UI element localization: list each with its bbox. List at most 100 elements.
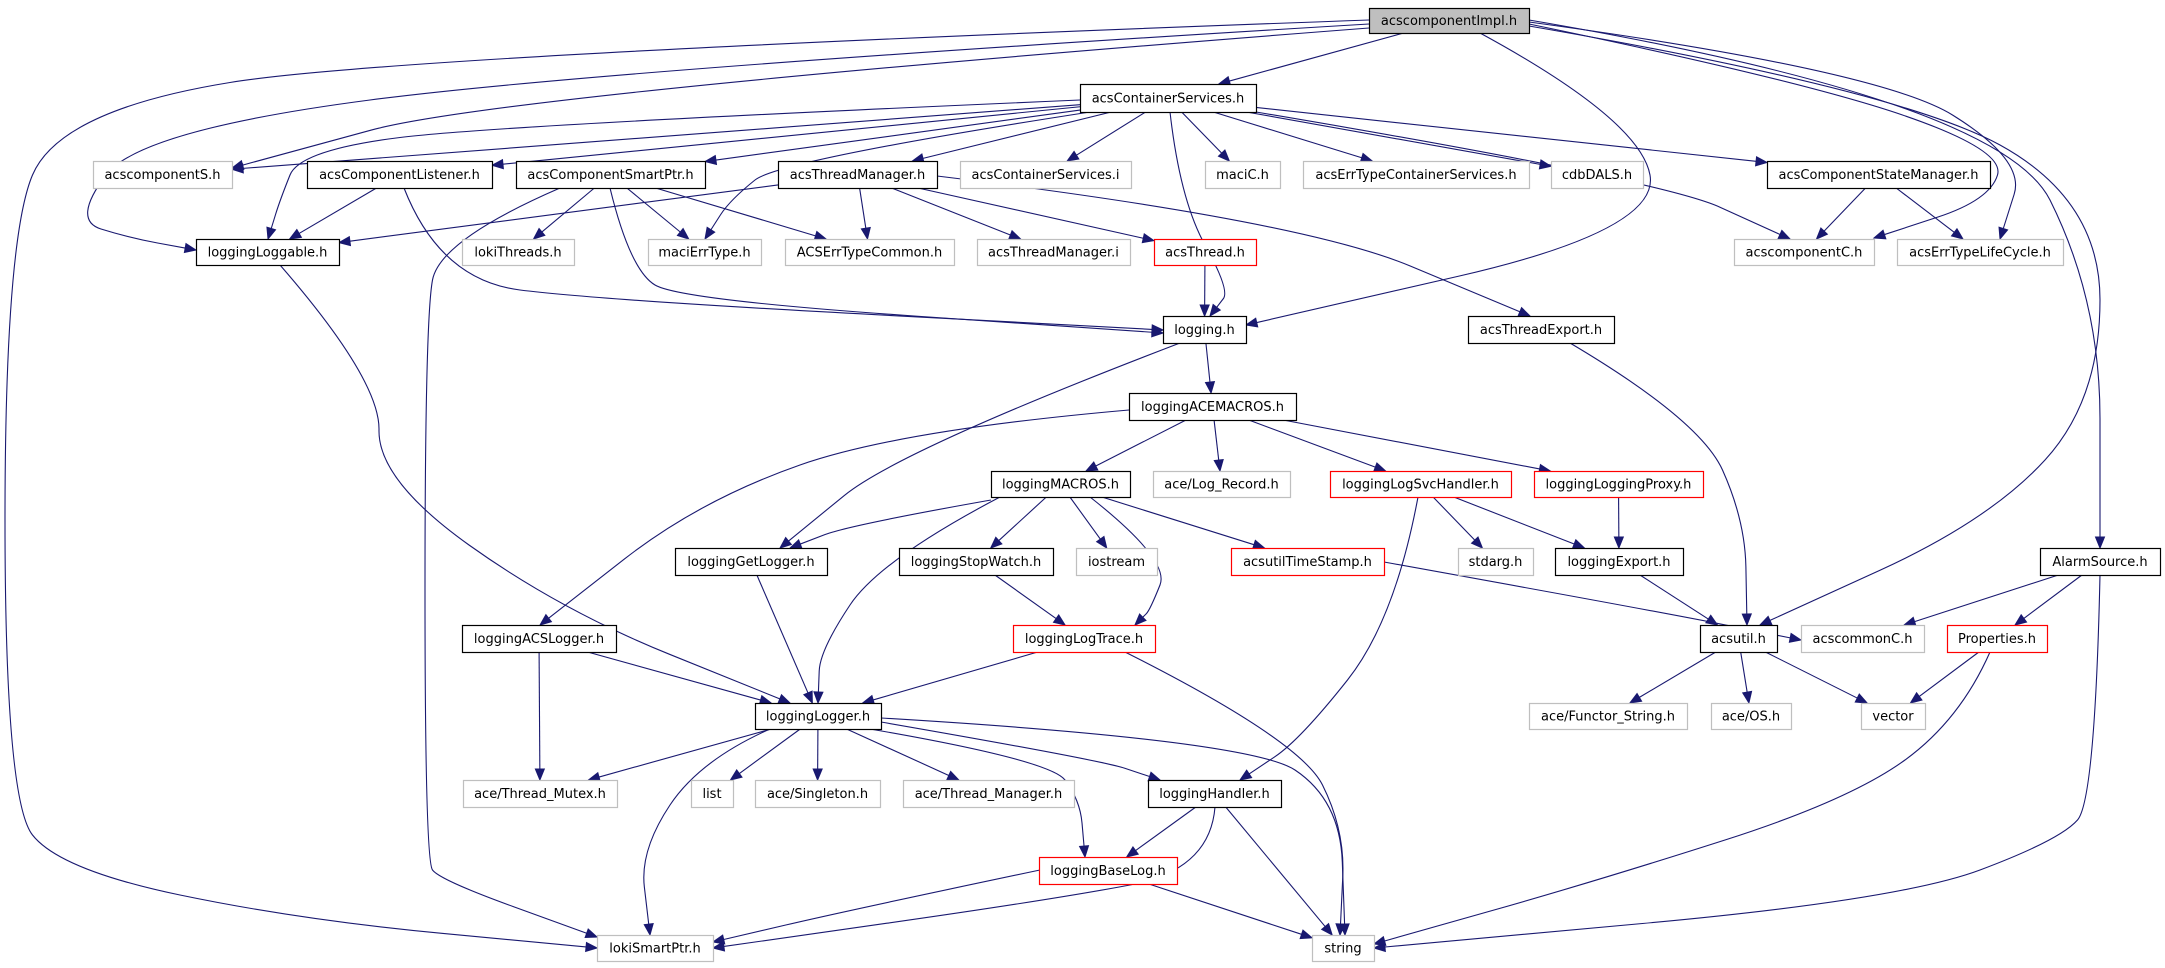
- arrowhead-icon: [1204, 381, 1216, 395]
- node-list[interactable]: list: [690, 779, 735, 809]
- node-box: [959, 160, 1133, 190]
- arrowhead-icon: [1209, 303, 1222, 318]
- include-edge-acsContainerServices-to-acsContainerServicesI: [1065, 111, 1146, 162]
- node-box: [674, 547, 829, 577]
- arrowhead-icon: [490, 158, 504, 170]
- edge-line: [1639, 651, 1717, 698]
- node-loggingACEMACROS[interactable]: loggingACEMACROS.h: [1128, 392, 1298, 422]
- node-acsComponentStateManager[interactable]: acsComponentStateManager.h: [1766, 160, 1992, 190]
- arrowhead-icon: [1705, 614, 1719, 626]
- node-lokiThreads[interactable]: lokiThreads.h: [461, 238, 576, 267]
- node-Properties[interactable]: Properties.h: [1946, 624, 2049, 654]
- node-acsThreadManagerI[interactable]: acsThreadManager.i: [976, 238, 1132, 267]
- arrowhead-icon: [946, 770, 961, 781]
- arrowhead-icon: [1213, 458, 1224, 473]
- node-box: [754, 779, 882, 809]
- node-logging[interactable]: logging.h: [1162, 315, 1248, 345]
- node-label: acsContainerServices.h: [1092, 92, 1245, 107]
- node-aceFunctorString[interactable]: ace/Functor_String.h: [1528, 702, 1689, 731]
- edge-line: [1639, 574, 1709, 620]
- node-string[interactable]: string: [1311, 934, 1376, 963]
- node-acsutil[interactable]: acsutil.h: [1699, 624, 1779, 654]
- node-box: [1329, 470, 1513, 499]
- include-edge-loggingMACROS-to-loggingLogTrace: [1089, 496, 1162, 626]
- node-AlarmSource[interactable]: AlarmSource.h: [2039, 547, 2162, 577]
- node-loggingLoggable[interactable]: loggingLoggable.h: [195, 238, 341, 267]
- node-acsContainerServicesI[interactable]: acsContainerServices.i: [959, 160, 1133, 190]
- arrowhead-icon: [1339, 923, 1350, 937]
- node-label: acsComponentSmartPtr.h: [527, 168, 693, 183]
- node-aceThreadManager[interactable]: ace/Thread_Manager.h: [902, 779, 1076, 809]
- edge-line: [4, 19, 1370, 948]
- node-acscomponentS[interactable]: acscomponentS.h: [92, 160, 234, 190]
- node-lokiSmartPtr[interactable]: lokiSmartPtr.h: [596, 934, 715, 963]
- include-edge-acsThreadManager-to-ACSErrTypeCommon: [859, 187, 871, 241]
- node-acsThreadManager[interactable]: acsThreadManager.h: [777, 160, 939, 190]
- node-acsErrTypeLifeCycle[interactable]: acsErrTypeLifeCycle.h: [1896, 238, 2065, 267]
- edge-line: [846, 728, 950, 776]
- node-label: loggingHandler.h: [1159, 787, 1270, 802]
- arrowhead-icon: [1872, 229, 1887, 240]
- edge-line: [817, 496, 1001, 693]
- node-aceThreadMutex[interactable]: ace/Thread_Mutex.h: [462, 779, 619, 809]
- edge-line: [869, 728, 1085, 847]
- node-loggingLoggingProxy[interactable]: loggingLoggingProxy.h: [1533, 470, 1705, 499]
- node-maciErrType[interactable]: maciErrType.h: [647, 238, 763, 267]
- node-acscomponentC[interactable]: acscomponentC.h: [1733, 238, 1876, 267]
- node-box: [1710, 702, 1793, 731]
- include-edge-loggingMACROS-to-loggingGetLogger: [788, 499, 992, 549]
- node-acsErrTypeContainerServices[interactable]: acsErrTypeContainerServices.h: [1302, 160, 1531, 190]
- node-vector[interactable]: vector: [1860, 702, 1927, 731]
- node-acsThreadExport[interactable]: acsThreadExport.h: [1467, 315, 1616, 345]
- edge-line: [541, 187, 595, 233]
- node-box: [1153, 238, 1258, 267]
- node-loggingLogTrace[interactable]: loggingLogTrace.h: [1012, 624, 1157, 654]
- node-box: [1467, 315, 1616, 345]
- node-loggingLogger[interactable]: loggingLogger.h: [754, 702, 883, 731]
- node-box: [898, 547, 1055, 577]
- node-maciC[interactable]: maciC.h: [1204, 160, 1282, 190]
- node-iostream[interactable]: iostream: [1075, 547, 1159, 577]
- node-loggingGetLogger[interactable]: loggingGetLogger.h: [674, 547, 829, 577]
- edge-line: [1823, 187, 1866, 232]
- include-edge-AlarmSource-to-Properties: [2014, 574, 2083, 626]
- node-label: loggingACEMACROS.h: [1141, 400, 1284, 415]
- node-aceOS[interactable]: ace/OS.h: [1710, 702, 1793, 731]
- node-loggingLogSvcHandler[interactable]: loggingLogSvcHandler.h: [1329, 470, 1513, 499]
- node-label: lokiThreads.h: [474, 246, 561, 261]
- node-label: ace/Log_Record.h: [1164, 478, 1279, 493]
- edge-line: [800, 499, 992, 545]
- node-box: [462, 779, 619, 809]
- node-box: [1311, 934, 1376, 963]
- node-box: [1075, 547, 1159, 577]
- node-aceLogRecord[interactable]: ace/Log_Record.h: [1152, 470, 1292, 499]
- node-loggingMACROS[interactable]: loggingMACROS.h: [990, 470, 1132, 499]
- edge-line: [1383, 561, 1791, 639]
- node-acsutilTimeStamp[interactable]: acsutilTimeStamp.h: [1230, 547, 1386, 577]
- node-aceSingleton[interactable]: ace/Singleton.h: [754, 779, 882, 809]
- node-acsThread[interactable]: acsThread.h: [1153, 238, 1258, 267]
- arrowhead-icon: [1134, 613, 1147, 626]
- include-edge-acsContainerServices-to-acsComponentStateManager: [1255, 106, 1769, 167]
- node-loggingBaseLog[interactable]: loggingBaseLog.h: [1038, 856, 1179, 886]
- node-acsComponentSmartPtr[interactable]: acsComponentSmartPtr.h: [515, 160, 707, 190]
- node-ACSErrTypeCommon[interactable]: ACSErrTypeCommon.h: [784, 238, 956, 267]
- node-acsContainerServices[interactable]: acsContainerServices.h: [1079, 83, 1258, 114]
- node-cdbDALS[interactable]: cdbDALS.h: [1550, 160, 1645, 190]
- include-edge-acsThread-to-logging: [1199, 264, 1210, 318]
- node-loggingExport[interactable]: loggingExport.h: [1554, 547, 1685, 577]
- node-stdarg[interactable]: stdarg.h: [1457, 547, 1535, 577]
- node-label: loggingMACROS.h: [1002, 478, 1119, 493]
- node-label: loggingGetLogger.h: [687, 555, 814, 570]
- node-loggingACSLogger[interactable]: loggingACSLogger.h: [461, 624, 618, 654]
- node-label: maciErrType.h: [658, 246, 750, 261]
- include-edge-loggingACEMACROS-to-loggingLogSvcHandler: [1248, 419, 1387, 472]
- node-loggingStopWatch[interactable]: loggingStopWatch.h: [898, 547, 1055, 577]
- node-acsComponentListener[interactable]: acsComponentListener.h: [306, 160, 494, 190]
- node-loggingHandler[interactable]: loggingHandler.h: [1147, 779, 1283, 809]
- include-edge-loggingLogger-to-loggingHandler: [880, 721, 1162, 782]
- include-edge-acscomponentImpl-to-acsContainerServices: [1217, 32, 1404, 86]
- node-box: [990, 470, 1132, 499]
- node-acscommonC[interactable]: acscommonC.h: [1800, 624, 1926, 654]
- edge-line: [2023, 574, 2083, 619]
